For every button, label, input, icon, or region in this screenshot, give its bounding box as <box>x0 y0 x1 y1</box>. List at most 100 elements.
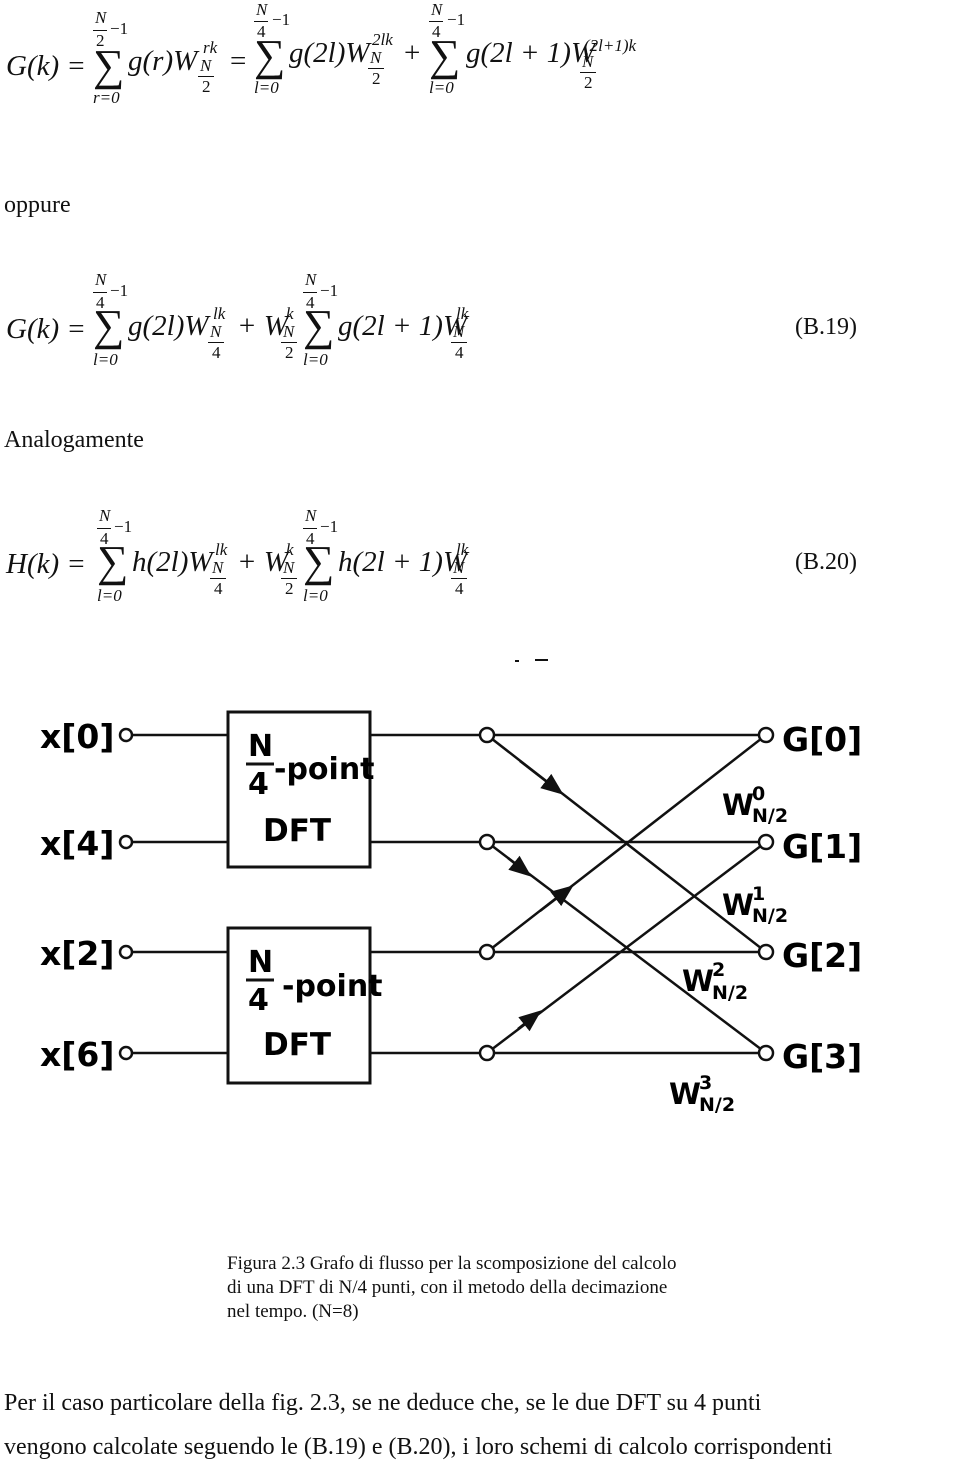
svg-text:3: 3 <box>699 1072 712 1094</box>
twiddle-3: W 3 N/2 <box>669 1072 735 1116</box>
eq3-sum2-bottom: l=0 <box>303 586 328 605</box>
eq3-mid: + W <box>237 546 288 578</box>
eq3-sum2-top-minus: −1 <box>320 517 339 536</box>
arrowheads <box>507 760 574 1032</box>
eq1-sum1-top-bar <box>93 30 107 31</box>
eq1-plus: + <box>404 37 421 69</box>
eq2-sum2-sub-num: N <box>453 322 465 341</box>
eq2-sum2-sigma: ∑ <box>303 301 335 350</box>
eq3-sum1-sub-den: 4 <box>214 579 223 598</box>
twiddle-2: W 2 N/2 <box>682 959 748 1004</box>
eq1-sum3-top-minus: −1 <box>447 10 466 29</box>
svg-text:0: 0 <box>752 783 765 805</box>
eq1-sum2-top-minus: −1 <box>272 10 291 29</box>
eq1-sum1-sub-bar <box>198 76 214 77</box>
eq1-sum3-sub-num: N <box>582 52 594 71</box>
eq1-sum3-sigma: ∑ <box>429 31 461 80</box>
eq3-lhs: H(k) = <box>6 548 86 580</box>
eq1-sum2-sigma: ∑ <box>254 31 286 80</box>
eq3-sum1-top: N <box>99 506 111 525</box>
eq2-sum1-sub-bar <box>208 342 224 343</box>
eq1-sum3-sub-den: 2 <box>584 73 593 92</box>
eq2-sum2-sub-bar <box>451 342 467 343</box>
eq1-sum2-sub-bar <box>368 68 384 69</box>
svg-text:N/2: N/2 <box>699 1094 735 1116</box>
eq2-sum2-top: N <box>305 270 317 289</box>
svg-text:W: W <box>682 964 714 998</box>
eq1-sum1-top-minus: −1 <box>110 19 129 38</box>
eq1-sum1-sub-den: 2 <box>202 77 211 96</box>
eq3-sum1-top-bar <box>97 528 111 529</box>
block-bottom-num: N <box>248 945 273 980</box>
input-node <box>118 1045 134 1061</box>
svg-text:1: 1 <box>752 883 765 905</box>
eq1-sum2-sub-den: 2 <box>372 69 381 88</box>
dft-block-top <box>226 710 372 869</box>
eq1-sum1-sub-num: N <box>200 56 212 75</box>
eq2-sum1-top-bar <box>93 292 107 293</box>
eq2-sum1-bottom: l=0 <box>93 350 118 369</box>
eq1-sum3-top-bar <box>429 21 443 22</box>
input-nodes <box>118 727 228 1061</box>
figure-caption: Figura 2.3 Grafo di flusso per la scompo… <box>227 1252 677 1324</box>
eq2-lhs: G(k) = <box>6 313 86 345</box>
svg-text:W: W <box>669 1077 701 1111</box>
eq2-mid-sub-num: N <box>283 322 295 341</box>
eq1-sum3-body: g(2l + 1)W <box>466 37 596 69</box>
eq3-label: (B.20) <box>795 549 857 575</box>
eq2-sum1-sub-den: 4 <box>212 343 221 362</box>
eq3-sum2-body: h(2l + 1)W <box>338 546 468 578</box>
eq2-sum2-top-minus: −1 <box>320 281 339 300</box>
svg-text:W: W <box>722 888 754 922</box>
eq1-sum1-sigma: ∑ <box>93 41 125 90</box>
eq1-sum2-bottom: l=0 <box>254 78 279 97</box>
eq1-equals: = <box>230 45 247 77</box>
svg-text:W: W <box>722 788 754 822</box>
eq3-sum1-bottom: l=0 <box>97 586 122 605</box>
eq2-sum2-top-den: 4 <box>306 293 315 312</box>
block-bottom-suffix: -point <box>282 969 383 1004</box>
eq2-sum1-top-minus: −1 <box>110 281 129 300</box>
eq2-sum1-top-den: 4 <box>96 293 105 312</box>
twiddle-0: W 0 N/2 <box>722 783 788 827</box>
svg-text:N/2: N/2 <box>752 905 788 927</box>
eq2-sum2-bottom: l=0 <box>303 350 328 369</box>
paragraph-line-1: Per il caso particolare della fig. 2.3, … <box>4 1390 762 1416</box>
input-label-3: x[6] <box>40 1035 114 1074</box>
dft-block-bottom <box>226 926 372 1085</box>
eq2-mid: + W <box>237 310 288 342</box>
block-top-name: DFT <box>263 813 331 849</box>
eq1-sum3-top: N <box>431 0 443 19</box>
eq3-mid-sup: k <box>286 540 294 559</box>
block-top-num: N <box>248 729 273 764</box>
eq3-mid-sub-num: N <box>283 558 295 577</box>
eq3-sum2-top-bar <box>303 528 317 529</box>
eq3-sum2-sub-bar <box>451 578 467 579</box>
input-label-1: x[4] <box>40 824 114 863</box>
input-label-0: x[0] <box>40 717 114 756</box>
eq3-sum1-sub-num: N <box>212 558 224 577</box>
eq1-sum2-top-den: 4 <box>257 22 266 41</box>
block-bottom-den: 4 <box>248 983 269 1018</box>
twiddle-1: W 1 N/2 <box>722 883 788 927</box>
eq1-sum3-sub-bar <box>580 72 596 73</box>
input-node <box>118 834 134 850</box>
eq2-sum2-body: g(2l + 1)W <box>338 310 468 342</box>
caption-line-1: Figura 2.3 Grafo di flusso per la scompo… <box>227 1253 677 1274</box>
eq1-sum1-body: g(r)W <box>128 45 198 77</box>
output-label-3: G[3] <box>782 1037 862 1076</box>
analogamente-text: Analogamente <box>4 427 144 453</box>
caption-line-3: nel tempo. (N=8) <box>227 1301 359 1322</box>
eq2-mid-sub-bar <box>281 342 297 343</box>
input-label-2: x[2] <box>40 934 114 973</box>
svg-text:N/2: N/2 <box>712 982 748 1004</box>
input-node <box>118 727 134 743</box>
eq2-sum2-sub-den: 4 <box>455 343 464 362</box>
eq3-sum2-top-den: 4 <box>306 529 315 548</box>
output-label-1: G[1] <box>782 827 862 866</box>
eq1-sum3-top-den: 4 <box>432 22 441 41</box>
eq3-sum2-top: N <box>305 506 317 525</box>
eq3-sum1-sigma: ∑ <box>97 537 129 586</box>
eq2-mid-sub-den: 2 <box>285 343 294 362</box>
eq1-sum1-top-den: 2 <box>96 31 105 50</box>
